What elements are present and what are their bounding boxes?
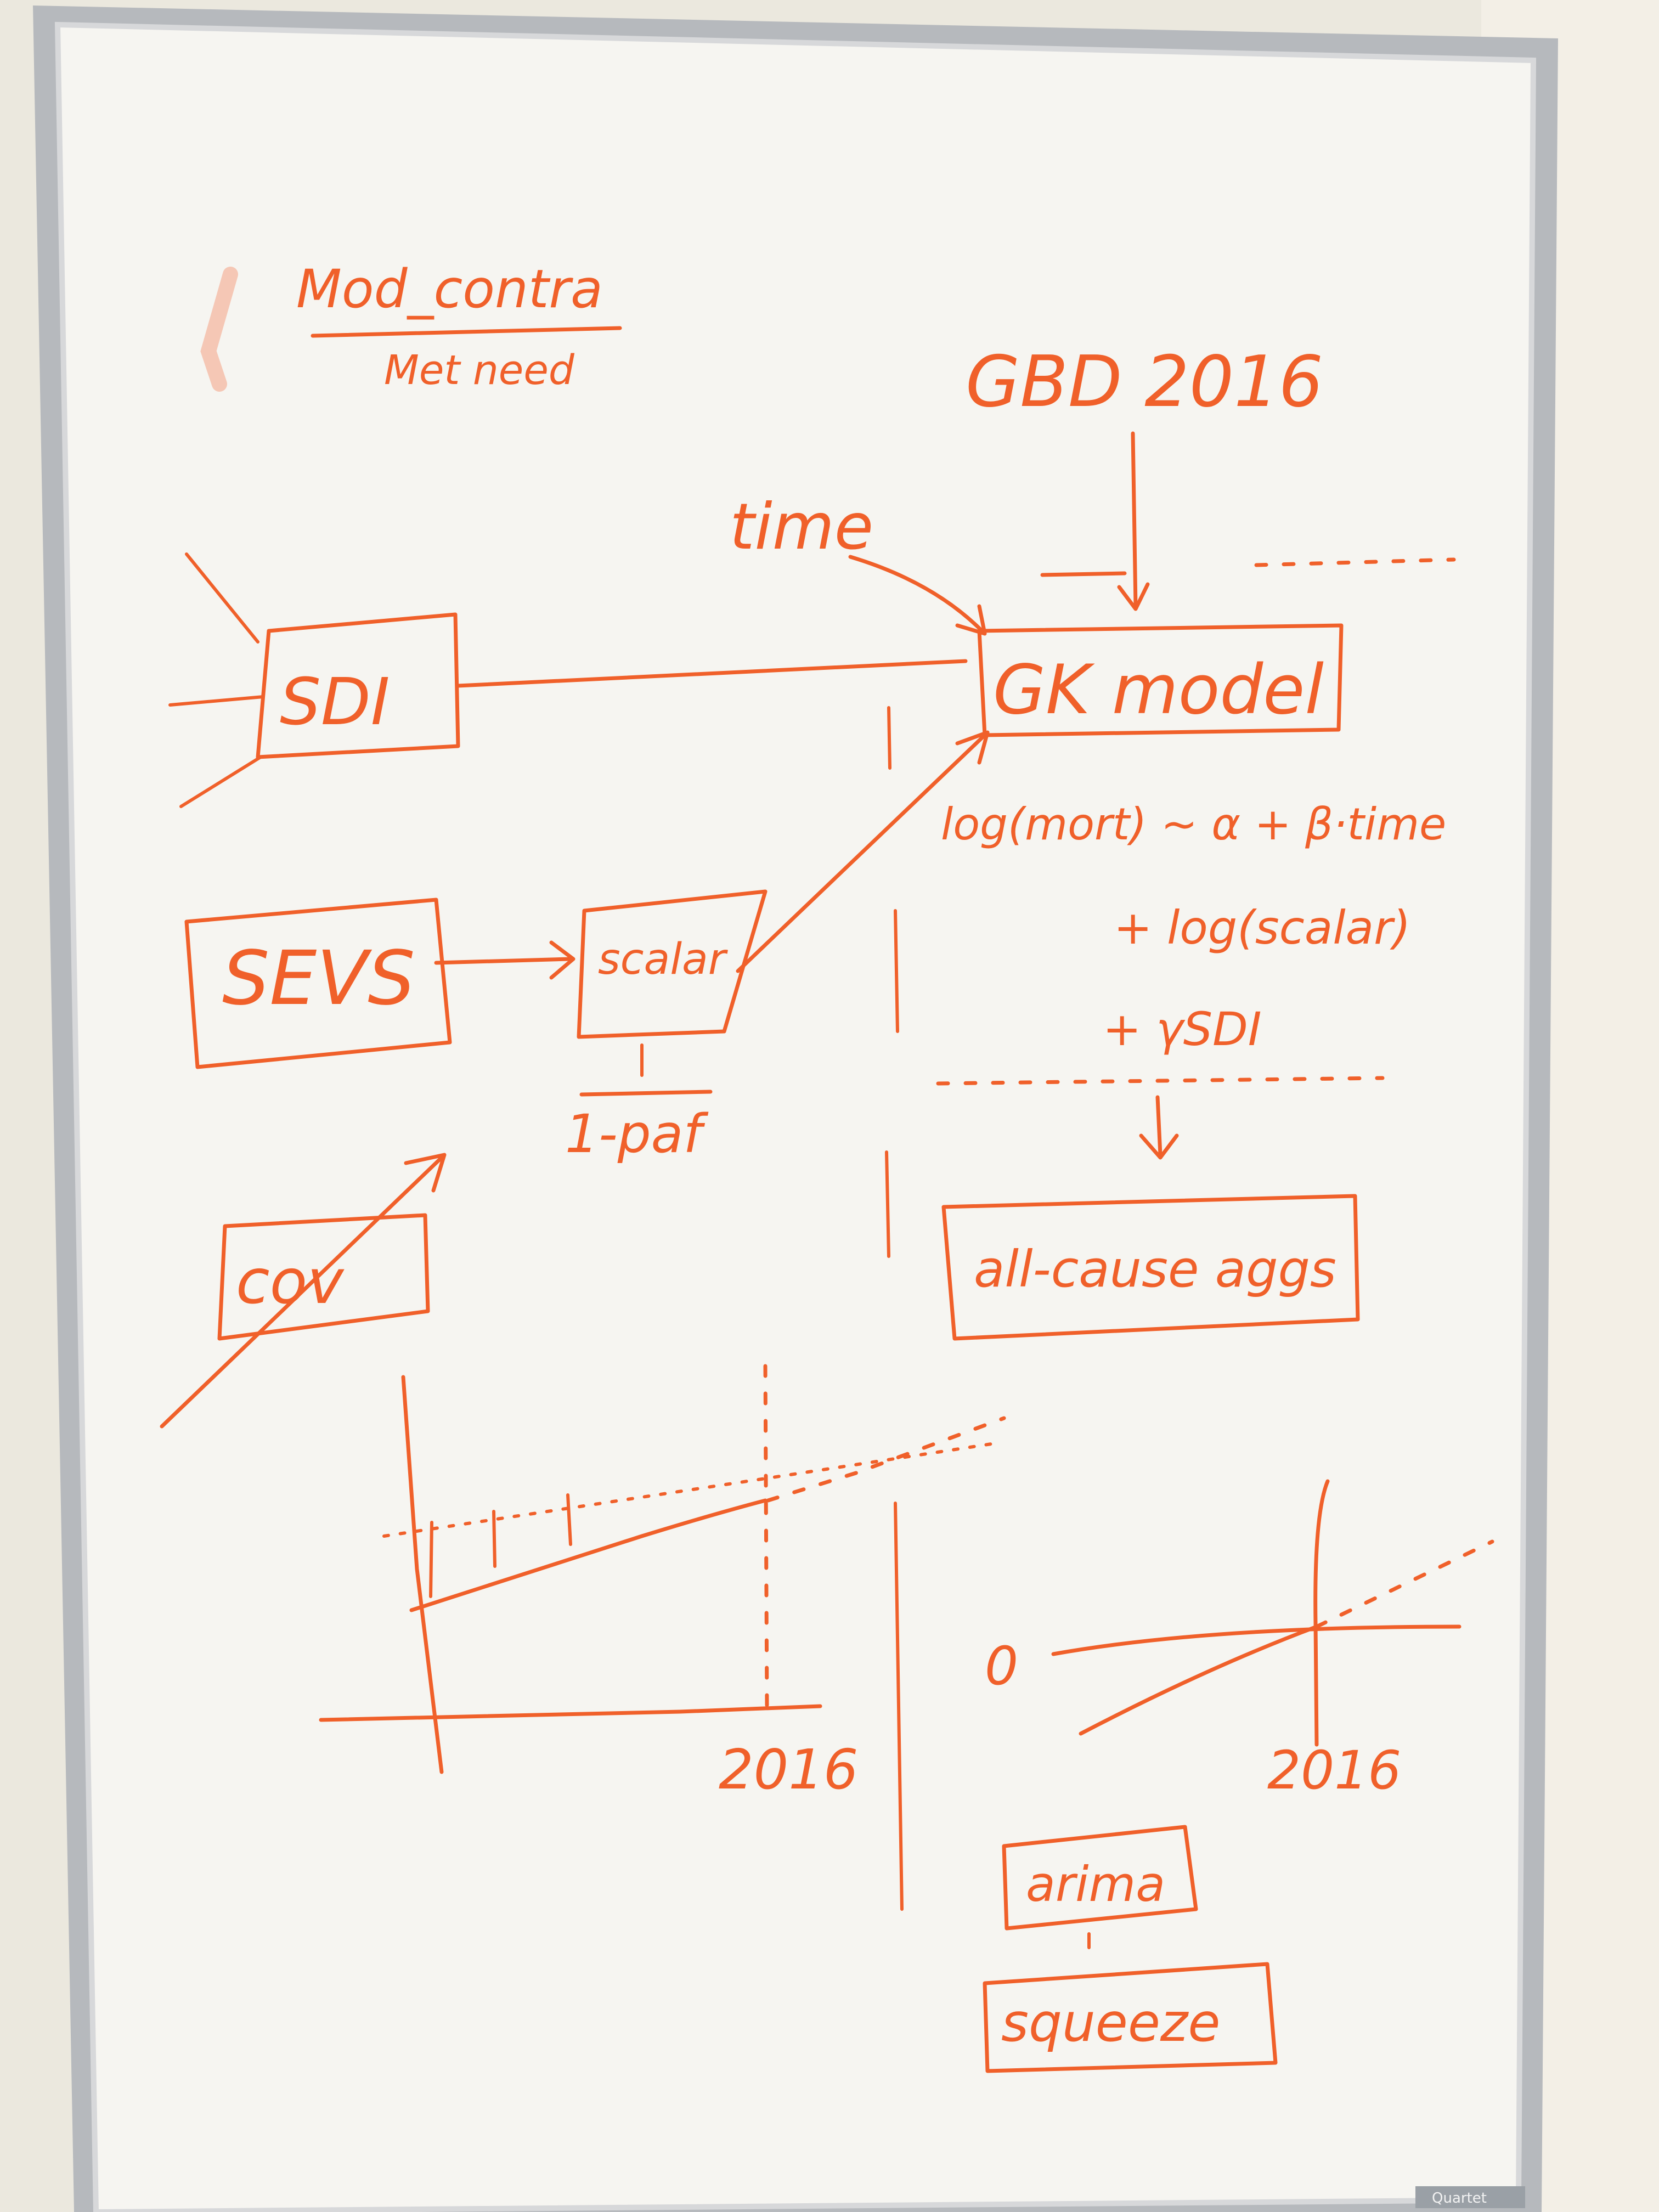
- time-arrow-head: [955, 604, 987, 636]
- equation-arrow: [1155, 1095, 1163, 1157]
- cov-node: cov: [160, 1153, 447, 1429]
- divider-seg-2: [894, 909, 899, 1033]
- squeeze-text: squeeze: [1001, 1992, 1220, 2053]
- divider-seg-3: [885, 1150, 890, 1258]
- sdi-node: SDI: [168, 552, 968, 808]
- sdi-in-1: [185, 552, 259, 644]
- gbd-hline: [1040, 571, 1127, 577]
- time-arrow: [848, 555, 984, 633]
- right-plot-trend: [1079, 1624, 1319, 1736]
- all-cause-node: all-cause aggs: [941, 1194, 1360, 1341]
- sdi-in-2: [168, 695, 265, 707]
- sevs-arrow-head: [549, 940, 575, 980]
- equation-line-2: + log(scalar): [1114, 901, 1410, 955]
- paf-text: 1-paf: [565, 1103, 708, 1165]
- right-plot-forecast: [1314, 1539, 1494, 1629]
- sdi-to-gk-line: [456, 659, 968, 688]
- squeeze-node: squeeze: [983, 1962, 1278, 2073]
- gbd-arrow-shaft: [1131, 431, 1138, 608]
- sevs-box: [184, 898, 452, 1069]
- title-text: Mod_contra: [296, 258, 603, 320]
- cov-box: [217, 1213, 430, 1341]
- arima-box: [1002, 1825, 1198, 1931]
- left-plot-year: 2016: [719, 1737, 859, 1802]
- equation-arrow-head: [1139, 1133, 1179, 1160]
- cov-strike: [160, 1155, 444, 1429]
- right-plot-y-axis: [1313, 1479, 1330, 1747]
- title-block: Mod_contra Met need: [200, 258, 622, 394]
- brand-sticker: Quartet: [1415, 2186, 1525, 2208]
- left-plot-trend: [409, 1498, 768, 1612]
- smudge: [200, 267, 238, 392]
- scalar-node: scalar 1-paf: [565, 730, 990, 1165]
- paf-fraction-bar: [579, 1090, 713, 1097]
- time-text: time: [730, 490, 873, 564]
- left-plot-year-marker: [763, 1364, 769, 1708]
- sevs-node: SEVS: [184, 898, 575, 1069]
- left-plot-y-axis: [401, 1375, 444, 1774]
- gbd-dashed: [1254, 557, 1456, 567]
- equation-dashed: [936, 1076, 1385, 1086]
- sevs-to-scalar: [434, 957, 573, 965]
- gap-arrow-3: [566, 1493, 572, 1546]
- left-plot-dotted-line: [382, 1441, 1000, 1538]
- title-underline: [311, 326, 622, 338]
- left-plot-forecast: [766, 1416, 1006, 1503]
- divider-seg-1: [887, 706, 891, 770]
- equation-line-1: log(mort) ~ α + β·time: [941, 799, 1446, 850]
- scalar-box: [577, 889, 768, 1039]
- sdi-box: [256, 612, 460, 759]
- squeeze-box: [983, 1962, 1278, 2073]
- gbd-arrow-head: [1117, 582, 1150, 611]
- gbd-text: GBD 2016: [966, 341, 1323, 423]
- sdi-in-3: [179, 755, 262, 808]
- gk-node: GK model: [977, 623, 1344, 737]
- right-plot: 0 2016: [985, 1479, 1494, 1801]
- gbd-source: GBD 2016: [966, 341, 1456, 611]
- scalar-to-gk: [736, 733, 987, 973]
- divider-seg-4: [894, 1502, 904, 1911]
- arima-node: arima: [1002, 1825, 1198, 1949]
- gk-box: [977, 623, 1344, 737]
- sdi-text: SDI: [280, 664, 390, 740]
- divider: [885, 706, 904, 1911]
- gap-arrow-1: [429, 1521, 433, 1598]
- brand-plate: [1415, 2186, 1525, 2208]
- brand-text: Quartet: [1432, 2190, 1487, 2207]
- cov-strike-head: [404, 1153, 447, 1193]
- gk-text: GK model: [993, 651, 1324, 730]
- right-plot-baseline: [1051, 1624, 1462, 1656]
- right-plot-zero: 0: [985, 1635, 1018, 1697]
- equation-line-3: + γSDI: [1103, 1002, 1262, 1056]
- right-plot-year: 2016: [1267, 1740, 1401, 1801]
- scalar-arrow-head: [955, 730, 990, 765]
- gap-arrow-2: [492, 1510, 496, 1568]
- scalar-text: scalar: [598, 935, 729, 984]
- time-input: time: [730, 490, 987, 636]
- arima-text: arima: [1026, 1856, 1165, 1912]
- left-plot: 2016: [319, 1364, 1006, 1802]
- sevs-text: SEVS: [222, 935, 415, 1022]
- left-plot-x-axis: [319, 1704, 822, 1722]
- all-cause-text: all-cause aggs: [974, 1240, 1336, 1299]
- equation-block: log(mort) ~ α + β·time + log(scalar) + γ…: [936, 799, 1446, 1160]
- subtitle-text: Met need: [384, 347, 575, 394]
- all-cause-box: [941, 1194, 1360, 1341]
- cov-text: cov: [236, 1246, 345, 1318]
- board-surface: [58, 25, 1533, 2212]
